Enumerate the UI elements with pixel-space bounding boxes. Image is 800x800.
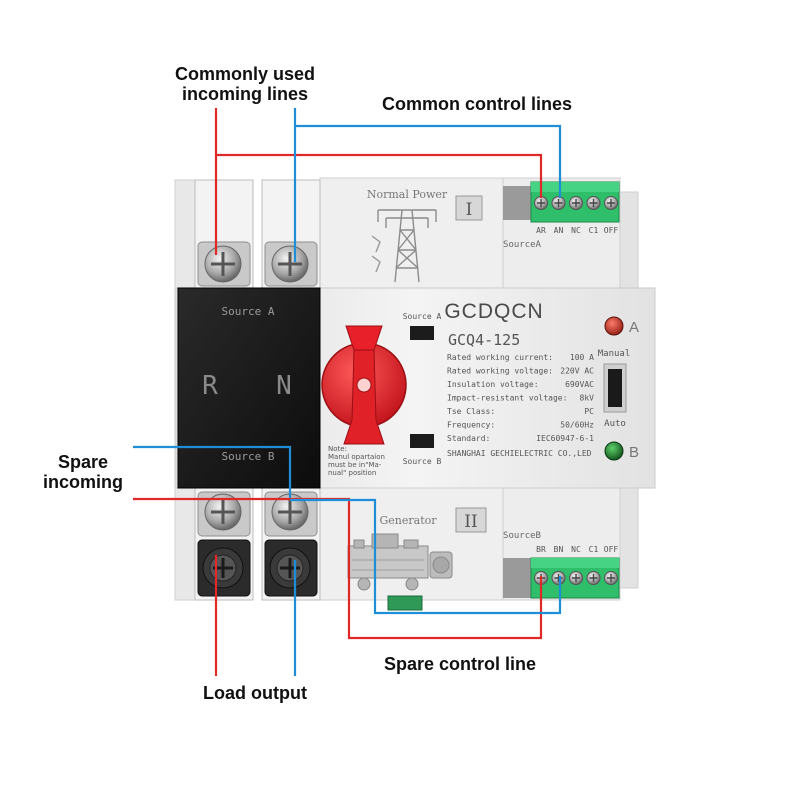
spec-value: 8kV: [580, 394, 595, 403]
note-line: nual" position: [328, 469, 376, 477]
screw-icon: [271, 493, 309, 531]
terminal-label: BR: [536, 545, 546, 554]
blue-wire-spare-incoming: [133, 445, 292, 500]
screw-icon: [269, 547, 311, 589]
cover-source-a-label: Source A: [222, 305, 275, 318]
screw-icon: [534, 196, 548, 210]
cover-source-b-label: Source B: [222, 450, 275, 463]
note-line: Note:: [328, 445, 347, 453]
note-line: must be in"Ma-: [328, 461, 382, 469]
screw-icon: [204, 493, 242, 531]
switch-source-b-label: Source B: [403, 457, 442, 466]
top-terminal-screws: [534, 196, 618, 210]
spec-label: Standard:: [447, 434, 490, 443]
spec-label: Rated working voltage:: [447, 367, 553, 376]
model-label: GCQ4-125: [448, 331, 520, 349]
screw-icon: [604, 196, 618, 210]
screw-icon: [569, 571, 583, 585]
note-line: Manul opartaion: [328, 453, 385, 461]
indicator-a-label: A: [629, 319, 639, 336]
selector-knob-icon[interactable]: [321, 325, 407, 445]
generator-label: Generator: [379, 514, 437, 527]
indicator-lamp-icon: [604, 316, 624, 336]
screw-icon: [586, 571, 601, 585]
bottom-terminal-labels: BR BN NC C1 OFF: [536, 545, 618, 554]
terminal-label: C1: [589, 226, 599, 235]
source-b-header: SourceB: [503, 531, 541, 541]
spec-value: 690VAC: [565, 380, 594, 389]
spec-value: 50/60Hz: [560, 421, 594, 430]
spec-value: 220V AC: [560, 367, 594, 376]
screw-icon: [604, 571, 618, 585]
indicator-b-label: B: [629, 444, 639, 461]
commonly-used-incoming-label: Commonly used incoming lines: [160, 64, 330, 104]
roman-two-box: [455, 507, 487, 533]
pylon-icon: [371, 209, 437, 283]
commonly-used-line2: incoming lines: [181, 84, 309, 104]
red-wire-common-control: [216, 153, 543, 198]
roman-one-box: [455, 195, 483, 221]
phase-n-label: N: [276, 371, 292, 401]
spare-incoming-line2: incoming: [43, 472, 123, 492]
screw-icon: [271, 245, 309, 283]
black-terminal-cover: [177, 287, 321, 489]
load-output-label: Load output: [203, 683, 307, 703]
terminal-label: BN: [554, 545, 564, 554]
terminal-label: OFF: [604, 545, 619, 554]
screw-icon: [204, 245, 242, 283]
spec-label: Rated working current:: [447, 353, 553, 362]
phase-r-label: R: [202, 371, 218, 401]
screw-icon: [551, 196, 566, 210]
spec-table: Rated working current: 100 A Rated working…: [447, 353, 594, 443]
terminal-label: C1: [589, 545, 599, 554]
brand-label: GCDQCN: [444, 300, 543, 323]
terminal-label: AR: [536, 226, 546, 235]
spec-value: IEC60947-6-1: [536, 434, 594, 443]
indicator-lamp-icon: [604, 441, 624, 461]
spec-label: Frequency:: [447, 421, 495, 430]
manufacturer-label: SHANGHAI GECHIELECTRIC CO.,LED: [447, 449, 592, 458]
top-terminal-labels: AR AN NC C1 OFF: [536, 226, 618, 235]
source-a-position-window: [410, 326, 434, 340]
roman-two-label: II: [464, 512, 477, 532]
spare-incoming-line1: Spare: [57, 452, 109, 472]
terminal-label: NC: [571, 545, 581, 554]
blue-wire-common-control: [295, 124, 562, 198]
normal-power-label: Normal Power: [367, 188, 448, 201]
terminal-label: AN: [554, 226, 564, 235]
manual-label: Manual: [598, 349, 631, 359]
spec-value: PC: [584, 407, 594, 416]
spec-label: Impact-resistant voltage:: [447, 394, 567, 403]
terminal-label: NC: [571, 226, 581, 235]
spare-control-line-label: Spare control line: [383, 654, 537, 674]
source-b-position-window: [410, 434, 434, 448]
common-control-lines-label: Common control lines: [381, 94, 572, 114]
screw-icon: [551, 571, 566, 585]
roman-one-label: I: [466, 200, 473, 220]
generator-icon: [347, 533, 453, 591]
screw-icon: [202, 547, 244, 589]
terminal-label: OFF: [604, 226, 619, 235]
spare-incoming-label: Spare incoming: [28, 452, 138, 492]
screw-icon: [586, 196, 601, 210]
screw-icon: [569, 196, 583, 210]
switch-source-a-label: Source A: [403, 312, 442, 321]
spec-label: Insulation voltage:: [447, 380, 539, 389]
spec-label: Tse Class:: [447, 407, 495, 416]
auto-label: Auto: [604, 419, 626, 429]
source-a-header: SourceA: [503, 240, 542, 250]
spec-value: 100 A: [570, 353, 594, 362]
blue-wire-spare-control: [290, 498, 562, 615]
commonly-used-line1: Commonly used: [174, 64, 316, 84]
manual-auto-slider-icon[interactable]: [603, 363, 627, 413]
wire-lines: [133, 108, 562, 676]
